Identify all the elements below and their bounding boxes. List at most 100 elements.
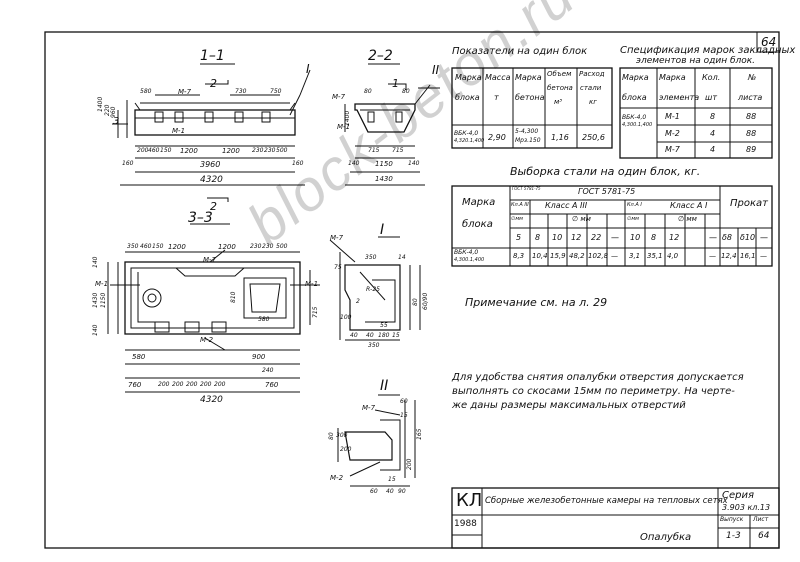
tst-value: 48,2	[569, 252, 585, 260]
detail-II-dim: 40	[386, 488, 394, 495]
view-3-3-title: 3–3	[188, 210, 213, 226]
tst-dmm-small: ∅мм	[627, 216, 639, 222]
tst-diam: 10	[552, 233, 563, 242]
table-spec-title-1: Спецификация марок закладных	[620, 45, 796, 56]
view-2-2-title: 2–2	[368, 48, 393, 64]
detail-II-dim: 60	[400, 398, 408, 405]
view-2-2-cut-label: 1	[392, 77, 399, 90]
tst-value: 10,4	[532, 252, 548, 260]
tst-value: —	[760, 252, 767, 260]
detail-I-dim: 350	[368, 342, 380, 349]
ts-cell: М-7	[665, 145, 680, 154]
tst-diam: 12	[571, 233, 582, 242]
tst-value: 3,1	[629, 252, 641, 260]
title-block-series: 3.903 кл.13	[722, 503, 771, 512]
ts-block: ВБК-4,0	[622, 114, 647, 121]
sheet-number: 64	[761, 35, 777, 49]
tst-diam: 8	[651, 233, 657, 242]
detail-II-dim: 15	[388, 476, 396, 483]
detail-II-dim: 200	[340, 446, 352, 453]
view-1-1-left-small: 160	[122, 160, 134, 167]
ti-cell: 5-4,300	[515, 128, 539, 135]
view-1-1-dim-bottom: 460	[148, 147, 160, 154]
view-3-3-dim-top: 1200	[168, 243, 186, 251]
detail-I-dim: R-25	[366, 286, 380, 293]
view-3-3-inner: 810	[230, 291, 237, 303]
view-3-3-left-h: 1430	[92, 292, 99, 308]
view-3-3-dim-top: 350	[127, 243, 139, 250]
detail-II-title: II	[380, 378, 389, 394]
view-3-3-dim-bottom: 200	[186, 381, 198, 388]
view-3-3-dim-bottom: 200	[158, 381, 170, 388]
view-3-3-m1: М-1	[95, 280, 109, 288]
ts-header: Марка	[659, 73, 686, 82]
view-1-1-dim-bottom: 200	[137, 147, 149, 154]
detail-I-dim: 40	[350, 332, 358, 339]
ti-cell: Мрз.150	[515, 137, 541, 144]
tst-d-mm: ∅ мм	[678, 215, 697, 223]
ts-header: листа	[738, 93, 763, 102]
ts-cell: 88	[746, 112, 757, 121]
tst-value: 15,9	[550, 252, 566, 260]
ti-header: бетона	[547, 84, 573, 92]
tst-kl-a1: Кл.А I	[627, 202, 642, 208]
view-1-1-total-inner: 3960	[200, 160, 221, 169]
ti-cell: 1,16	[551, 133, 569, 142]
table-indicators-grid	[451, 67, 613, 149]
view-3-3-left-h: 1150	[100, 292, 107, 308]
view-2-2-dim: 715	[392, 147, 404, 154]
ts-cell: 89	[746, 145, 757, 154]
view-2-2-dim: 140	[348, 160, 360, 167]
view-3-3-dim-bottom: 200	[214, 381, 226, 388]
view-1-1-dim-bottom: 500	[276, 147, 288, 154]
view-3-3	[107, 223, 320, 393]
view-3-3-dim-top: 150	[152, 243, 164, 250]
detail-I-dim: 75	[334, 264, 342, 271]
ts-block-sub: 4,300.1,400	[622, 122, 653, 128]
tst-value: —	[709, 252, 716, 260]
view-1-1-right-small: 160	[292, 160, 304, 167]
view-1-1-m7: М-7	[178, 88, 192, 96]
view-2-2	[344, 63, 440, 186]
title-block-title: Сборные железобетонные камеры на тепловы…	[485, 496, 728, 506]
detail-I-right: 80	[412, 298, 419, 306]
detail-I-m7: М-7	[330, 234, 344, 242]
view-1-1-m1: М-1	[172, 127, 186, 135]
detail-I-dim: 40	[366, 332, 374, 339]
tst-value: 35,1	[647, 252, 663, 260]
ti-cell: 2,90	[488, 133, 506, 142]
view-3-3-dim-bottom: 240	[262, 367, 274, 374]
tst-value: —	[611, 252, 618, 260]
tst-marka: блока	[462, 219, 493, 230]
tst-block: ВБК-4,0	[454, 249, 479, 256]
detail-II-m2: М-2	[330, 474, 344, 482]
view-3-3-inner: 580	[258, 316, 270, 323]
view-2-2-mark-II: II	[432, 63, 440, 77]
view-detail-II	[337, 394, 416, 487]
tst-prokat: Прокат	[730, 198, 768, 209]
title-block-vyp: 1-3	[726, 531, 741, 541]
ti-cell: 4,320.1,400	[454, 138, 485, 144]
view-1-1-mark-I: I	[306, 62, 310, 76]
view-2-2-dim: 80	[364, 88, 372, 95]
title-block-year: 1988	[454, 519, 477, 529]
tst-diam: 12	[669, 233, 680, 242]
table-indicators-title: Показатели на один блок	[452, 46, 588, 57]
tst-diam: —	[709, 233, 717, 242]
view-1-1-label-3: 3	[113, 116, 120, 127]
detail-II-dim: 165	[416, 428, 423, 440]
tst-diam: 5	[516, 233, 522, 242]
view-3-3-dim-bottom: 900	[252, 353, 266, 361]
title-block-kl: КЛ	[456, 490, 483, 511]
ti-header: Масса	[485, 73, 511, 82]
tst-dmm-small: ∅мм	[511, 216, 523, 222]
view-3-3-m2: М-2	[200, 336, 214, 344]
view-1-1-dim-bottom: 150	[160, 147, 172, 154]
ti-cell: ВБК-4,0	[454, 130, 479, 137]
detail-II-dim: 300	[336, 432, 348, 439]
detail-I-label: 14	[398, 254, 406, 261]
tst-class-a3: Класс А III	[545, 201, 588, 210]
detail-II-m7: М-7	[362, 404, 376, 412]
title-block-series-label: Серия	[722, 490, 754, 501]
view-3-3-dim-top: 500	[276, 243, 288, 250]
